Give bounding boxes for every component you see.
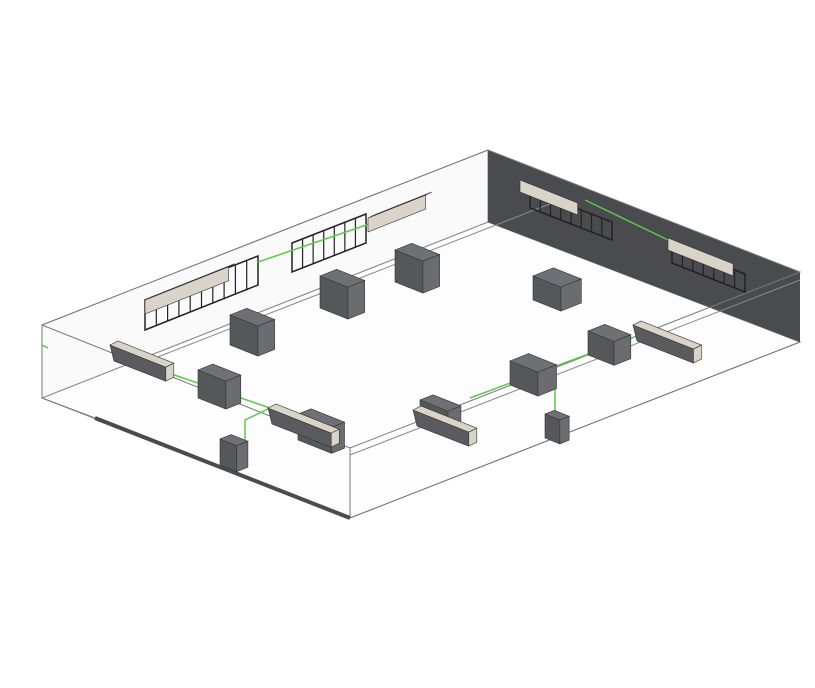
base-beam — [41, 397, 96, 419]
hood-top — [144, 263, 235, 301]
block-top — [219, 434, 249, 446]
block-top — [394, 243, 441, 262]
hood-end — [330, 428, 340, 448]
hood-end — [468, 427, 478, 447]
hood-end — [165, 362, 175, 382]
equipment-block — [229, 308, 276, 357]
equipment-block — [587, 324, 632, 366]
hood-top — [367, 191, 432, 219]
room-outline — [41, 149, 802, 449]
block-side — [559, 415, 570, 445]
wall-hood — [144, 263, 235, 315]
island-hood — [109, 340, 175, 382]
utility-cabinet — [219, 434, 249, 473]
window-mullions — [155, 194, 736, 326]
equipment-block — [532, 267, 583, 312]
block-side — [236, 440, 249, 473]
equipment-block — [394, 243, 441, 294]
equipment-block — [197, 363, 242, 410]
block-top — [419, 394, 462, 412]
hood-front — [667, 237, 734, 277]
block-top — [532, 267, 583, 288]
island-hood — [412, 405, 478, 447]
island-hood — [267, 403, 340, 448]
block-top — [509, 353, 558, 373]
equipment-block — [509, 353, 558, 397]
island-hood — [632, 320, 703, 364]
base-beam — [94, 416, 351, 520]
block-top — [587, 324, 632, 342]
hood-end — [693, 344, 702, 364]
equipment-block — [319, 269, 366, 320]
hood-front — [519, 179, 578, 216]
room-edge — [349, 341, 801, 519]
wall-hood — [367, 191, 432, 233]
block-top — [544, 409, 570, 421]
block-top — [229, 308, 276, 327]
wall-hood — [519, 179, 578, 216]
wall-hood — [667, 237, 734, 277]
utility-cabinet — [544, 409, 570, 445]
block-top — [319, 269, 366, 288]
block-top — [197, 363, 242, 382]
